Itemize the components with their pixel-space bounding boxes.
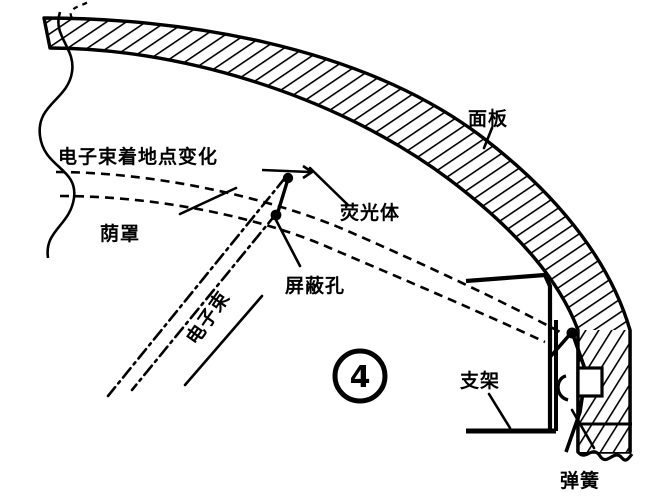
left-break-line-tail [69,1,89,19]
electron-beam-rays [106,176,287,398]
label-phosphor: 荧光体 [340,201,400,224]
leader-bracket [487,392,512,430]
phosphor-screen-curve [55,170,561,334]
leader-lines [178,126,596,450]
electron-beam-ray-1 [106,176,287,398]
callout-circle [332,348,388,404]
leader-electron-beam [183,294,264,387]
label-spring: 弹簧 [560,469,600,492]
callout-number-text: 4 [350,360,371,395]
panel-wall-lower-fill [578,330,630,452]
panel-stud [576,366,604,398]
beam-landing-segment [275,178,290,216]
panel-faceplate [38,1,634,462]
left-break-line [38,11,76,259]
label-bracket: 支架 [459,370,500,392]
landing-shift-arrow [261,164,314,180]
electron-beam-ray-2 [130,212,278,392]
callout-number-badge: 4 [332,348,388,404]
spring-hook [556,374,569,402]
leader-panel [482,126,494,150]
leader-shield-hole [274,218,302,268]
panel-bottom-break-line [576,450,634,462]
label-panel: 面板 [468,107,508,130]
label-shield-hole: 屏蔽孔 [285,275,345,297]
label-shadow-mask: 荫罩 [100,222,140,245]
spring-assembly [549,327,604,453]
bracket-frame [465,272,558,434]
shadow-mask-curve [59,194,546,344]
spring-pivot-dot [566,327,578,339]
leader-shadow-mask [178,186,238,216]
beam-point-markers [270,172,294,221]
leader-spring [570,408,596,450]
shield-hole-point-marker [270,209,282,221]
label-beam-landing-shift: 电子束着地点变化 [58,145,218,168]
beam-landing-point-marker [282,172,294,184]
leader-phosphor [308,166,350,207]
